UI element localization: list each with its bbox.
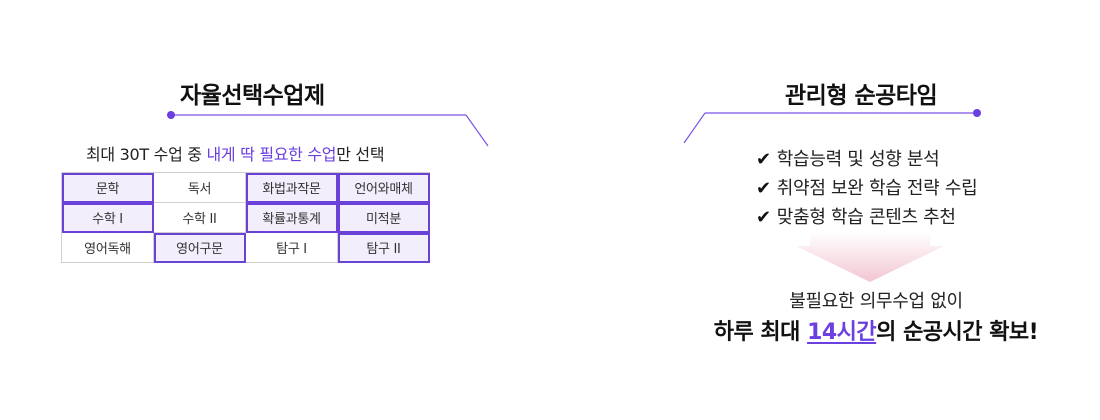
checklist-item-text: 취약점 보완 학습 전략 수립 (776, 178, 978, 199)
managed-study-time-title: 관리형 순공타임 (785, 83, 938, 109)
checklist: ✔학습능력 및 성향 분석 ✔취약점 보완 학습 전략 수립 ✔맞춤형 학습 콘… (756, 145, 978, 232)
result-line-2-highlight: 14시간 (807, 320, 877, 345)
checklist-item-text: 맞춤형 학습 콘텐츠 추천 (776, 207, 956, 228)
subtitle-pre: 최대 30T 수업 중 (86, 145, 207, 164)
check-icon: ✔ (756, 178, 771, 199)
check-icon: ✔ (756, 207, 771, 228)
left-connector-diagonal (465, 114, 489, 147)
result-line-2: 하루 최대 14시간의 순공시간 확보! (0, 314, 1100, 346)
subject-cell-selected: 수학 I (61, 202, 154, 233)
checklist-item-text: 학습능력 및 성향 분석 (776, 149, 940, 170)
subject-cell-selected: 화법과작문 (245, 172, 338, 203)
result-line-2-post: 의 순공시간 확보! (876, 320, 1039, 345)
subject-cell-selected: 문학 (61, 172, 154, 203)
check-icon: ✔ (756, 149, 771, 170)
subject-cell: 수학 II (153, 202, 246, 233)
right-connector-diagonal (683, 112, 706, 144)
result-line-2-pre: 하루 최대 (713, 320, 808, 345)
subject-cell-selected: 언어와매체 (337, 172, 430, 203)
left-connector-dot (167, 111, 175, 119)
down-arrow-icon (796, 232, 944, 282)
subtitle-post: 만 선택 (336, 145, 385, 164)
result-line-1: 불필요한 의무수업 없이 (789, 291, 963, 312)
left-subtitle: 최대 30T 수업 중 내게 딱 필요한 수업만 선택 (86, 141, 385, 165)
checklist-item: ✔학습능력 및 성향 분석 (756, 145, 977, 174)
subject-cell-selected: 탐구 II (337, 232, 430, 263)
subject-cell: 탐구 I (245, 232, 338, 263)
right-connector-dot (973, 109, 981, 117)
subject-cell: 독서 (153, 172, 246, 203)
checklist-item: ✔취약점 보완 학습 전략 수립 (756, 174, 978, 203)
subject-cell-selected: 확률과통계 (245, 202, 338, 233)
subject-cell-selected: 영어구문 (153, 232, 246, 263)
checklist-item: ✔맞춤형 학습 콘텐츠 추천 (756, 203, 977, 232)
self-select-class-title: 자율선택수업제 (180, 83, 325, 109)
subject-cell: 영어독해 (61, 232, 154, 263)
subtitle-highlight: 내게 딱 필요한 수업 (206, 145, 337, 164)
subject-cell-selected: 미적분 (337, 202, 430, 233)
